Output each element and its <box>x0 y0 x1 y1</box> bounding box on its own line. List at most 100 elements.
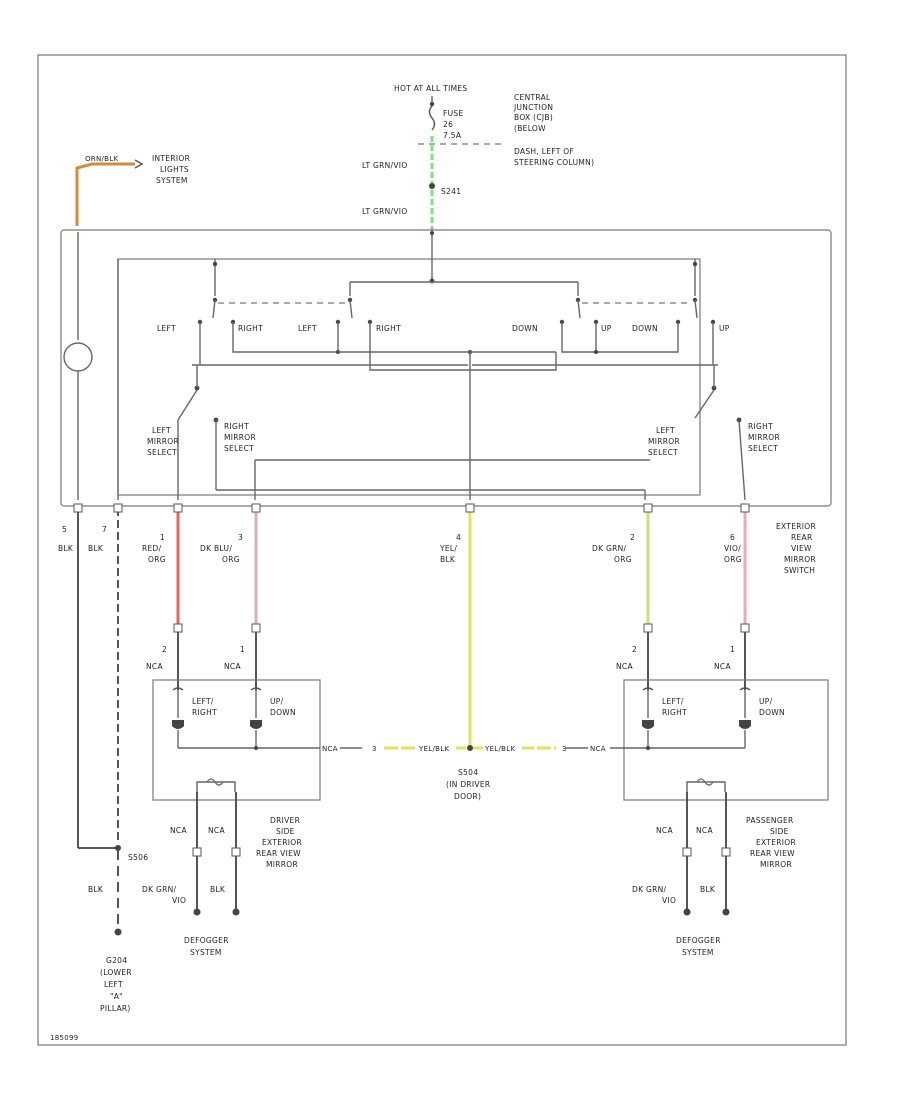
driver-motor-lr-2: RIGHT <box>192 708 217 717</box>
right-mirror-select-switch-b: RIGHT MIRROR SELECT <box>736 417 780 501</box>
passenger-ground-nca: NCA <box>590 745 606 753</box>
passenger-name-3: EXTERIOR <box>756 838 796 847</box>
driver-heater-nca-left: NCA <box>170 826 187 835</box>
driver-motor-ud-1: UP/ <box>270 697 284 706</box>
pin-6-wire-2: ORG <box>724 555 742 564</box>
switch-name-line3: VIEW <box>791 544 812 553</box>
driver-heater-element <box>196 781 236 792</box>
diagram-frame <box>37 54 847 1046</box>
cjb-label-line6: STEERING COLUMN) <box>514 158 594 167</box>
driver-heater-wire-right: BLK <box>210 885 226 894</box>
driver-heater-wire-left-1: DK GRN/ <box>142 885 177 894</box>
wire-label-lt-grn-vio-top: LT GRN/VIO <box>362 161 408 170</box>
switch-label-right-2: RIGHT <box>376 324 401 333</box>
passenger-nca-right: NCA <box>714 662 731 671</box>
driver-nca-left: NCA <box>146 662 163 671</box>
passenger-heater-element <box>686 781 726 792</box>
left-select-b-line3: SELECT <box>648 448 678 457</box>
passenger-name-1: PASSENGER <box>746 816 794 825</box>
switch-label-down-2: DOWN <box>632 324 658 333</box>
passenger-ground-pin: 3 <box>562 745 567 753</box>
mirror-switch: LEFT RIGHT LEFT RIGHT DOWN UP DOWN UP LE… <box>60 229 832 575</box>
driver-lr-motor <box>172 720 184 729</box>
ud-contacts <box>559 297 716 325</box>
common-wire-left: YEL/BLK <box>418 745 449 753</box>
cjb-label-line2: JUNCTION <box>513 103 553 112</box>
splice-s506-dot <box>115 845 121 851</box>
wire-label-orn-blk: ORN/BLK <box>85 155 118 163</box>
pin-6-number: 6 <box>730 533 735 542</box>
switch-housing <box>60 229 832 507</box>
passenger-ud-motor <box>739 720 751 729</box>
passenger-pin-right: 1 <box>730 645 735 654</box>
driver-mirror: 2 1 NCA NCA LEFT/ RIGHT UP/ DOWN NCA 3 N… <box>142 645 377 957</box>
splice-s504-line2: (IN DRIVER <box>446 780 490 789</box>
pin-7-number: 7 <box>102 525 107 534</box>
pin-5-wire: BLK <box>58 544 74 553</box>
switch-label-left-2: LEFT <box>298 324 317 333</box>
driver-name-4: REAR VIEW <box>256 849 301 858</box>
pin-7-wire: BLK <box>88 544 104 553</box>
passenger-heater-nca-right: NCA <box>696 826 713 835</box>
pin-1-wire-1: RED/ <box>142 544 162 553</box>
pin-2-number: 2 <box>630 533 635 542</box>
harness: 5 BLK 7 BLK 1 RED/ ORG 3 DK BLU/ ORG 4 Y… <box>58 503 750 848</box>
switch-label-right-1: RIGHT <box>238 324 263 333</box>
switch-label-up-1: UP <box>601 324 612 333</box>
right-select-b-line1: RIGHT <box>748 422 773 431</box>
driver-heater-nca-right: NCA <box>208 826 225 835</box>
switch-name-line1: EXTERIOR <box>776 522 816 531</box>
switch-label-up-2: UP <box>719 324 730 333</box>
switch-label-left-1: LEFT <box>157 324 176 333</box>
pin-3-wire-1: DK BLU/ <box>200 544 232 553</box>
pin-1-wire-2: ORG <box>148 555 166 564</box>
right-select-b-line3: SELECT <box>748 444 778 453</box>
interior-lights-label-3: SYSTEM <box>156 176 188 185</box>
fuse-symbol <box>428 105 436 131</box>
driver-heater-wire-left-2: VIO <box>172 896 186 905</box>
interior-lights-label-1: INTERIOR <box>152 154 190 163</box>
driver-nca-right: NCA <box>224 662 241 671</box>
common-ground-wire: YEL/BLK YEL/BLK S504 (IN DRIVER DOOR) <box>384 745 556 801</box>
passenger-heater-wire-left-1: DK GRN/ <box>632 885 667 894</box>
switch-label-down-1: DOWN <box>512 324 538 333</box>
interior-lights-arrow <box>134 159 144 169</box>
passenger-defogger-1: DEFOGGER <box>676 936 721 945</box>
pin-4-wire-1: YEL/ <box>439 544 457 553</box>
wire-label-lt-grn-vio-bottom: LT GRN/VIO <box>362 207 408 216</box>
ground-point-5: PILLAR) <box>100 1004 131 1013</box>
ground-circuit: S506 BLK G204 (LOWER LEFT "A" PILLAR) <box>78 845 148 1013</box>
driver-name-3: EXTERIOR <box>262 838 302 847</box>
driver-motor-lr-1: LEFT/ <box>192 697 214 706</box>
common-wire-right: YEL/BLK <box>484 745 515 753</box>
ground-point-1: G204 <box>106 956 127 965</box>
fuse-terminal <box>429 101 435 107</box>
driver-name-1: DRIVER <box>270 816 300 825</box>
fuse-amps: 7.5A <box>443 131 462 140</box>
driver-pin-left: 2 <box>162 645 167 654</box>
passenger-motor-ud-1: UP/ <box>759 697 773 706</box>
switch-name-line2: REAR <box>791 533 813 542</box>
switch-name-line5: SWITCH <box>784 566 815 575</box>
passenger-motor-lr-1: LEFT/ <box>662 697 684 706</box>
right-mirror-select-switch-a: RIGHT MIRROR SELECT <box>213 417 646 500</box>
pin-1-number: 1 <box>160 533 165 542</box>
switch-name-line4: MIRROR <box>784 555 816 564</box>
left-mirror-select-switch-a: LEFT MIRROR SELECT <box>147 365 200 500</box>
ground-g204-dot <box>114 928 122 936</box>
left-mirror-select-switch-b: LEFT MIRROR SELECT <box>254 365 717 500</box>
pin-4-number: 4 <box>456 533 461 542</box>
driver-ground-pin: 3 <box>372 745 377 753</box>
left-select-a-line1: LEFT <box>152 426 171 435</box>
splice-s504-line3: DOOR) <box>454 792 481 801</box>
right-select-a-line1: RIGHT <box>224 422 249 431</box>
hot-at-all-times-label: HOT AT ALL TIMES <box>394 84 467 93</box>
pin-3-wire-2: ORG <box>222 555 240 564</box>
pin-2-wire-1: DK GRN/ <box>592 544 627 553</box>
lr-contacts <box>197 297 373 325</box>
interior-lights-label-2: LIGHTS <box>160 165 189 174</box>
left-select-a-line3: SELECT <box>147 448 177 457</box>
passenger-motor-lr-2: RIGHT <box>662 708 687 717</box>
passenger-pin-left: 2 <box>632 645 637 654</box>
